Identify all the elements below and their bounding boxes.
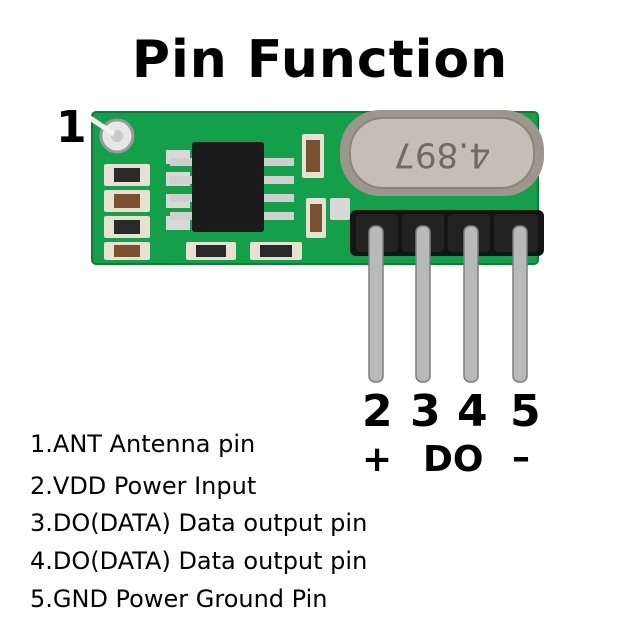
pin-number-4: 4 <box>457 386 488 437</box>
pin-description-5: 5.GND Power Ground Pin <box>30 585 328 613</box>
page-title: Pin Function <box>131 30 509 90</box>
pin-number-3: 3 <box>410 386 441 437</box>
antenna-pin-marker: 1 <box>56 102 87 153</box>
header-pins <box>368 225 528 383</box>
pin-description-1: 1.ANT Antenna pin <box>30 430 256 458</box>
pin-number-5: 5 <box>510 386 541 437</box>
pin-header <box>350 210 544 256</box>
antenna-wire <box>88 115 116 137</box>
pin-number-2: 2 <box>362 386 393 437</box>
crystal-oscillator: 4.897 <box>340 110 544 196</box>
smd-components <box>104 134 350 260</box>
pin-description-2: 2.VDD Power Input <box>30 472 257 500</box>
pin-description-4: 4.DO(DATA) Data output pin <box>30 547 368 575</box>
crystal-marking: 4.897 <box>393 135 490 175</box>
pin-sign-do: DO <box>423 439 484 480</box>
pin-sign-vdd: + <box>362 439 393 480</box>
ic-chip <box>170 142 294 232</box>
pin-description-3: 3.DO(DATA) Data output pin <box>30 509 368 537</box>
pin-sign-gnd: – <box>512 437 530 478</box>
